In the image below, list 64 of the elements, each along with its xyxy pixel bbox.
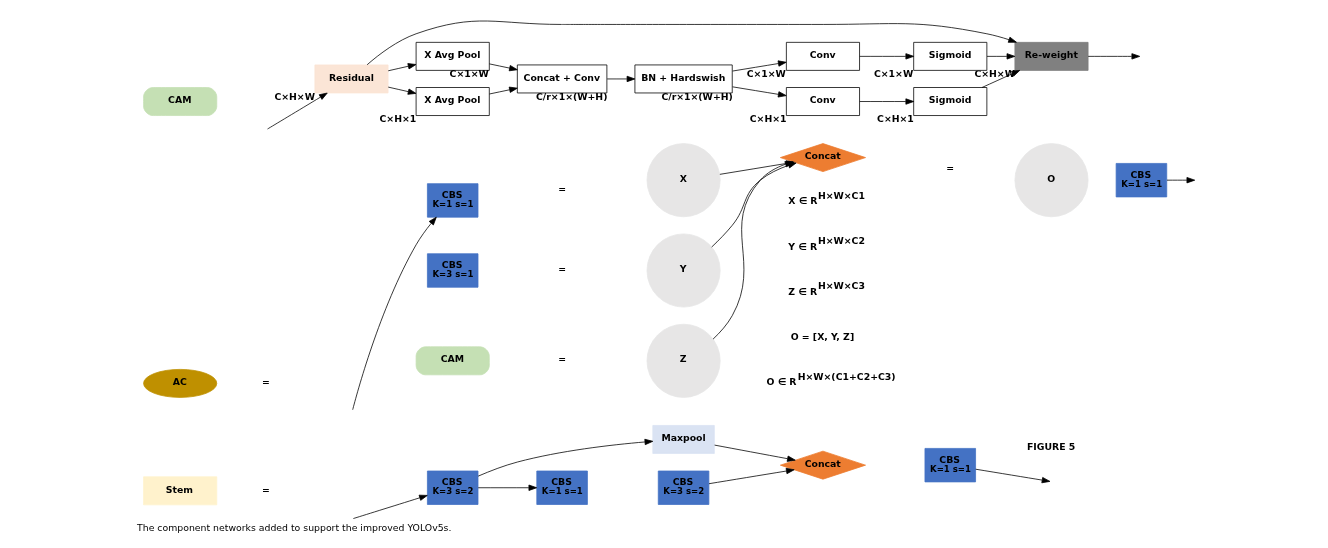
label: = <box>557 263 566 275</box>
node-box: CBS K=3 s=1 <box>426 253 478 288</box>
arrow <box>266 92 328 130</box>
arrow <box>477 438 653 477</box>
label: = <box>261 483 270 495</box>
node-box: BN + Hardswish <box>634 64 733 94</box>
arrow <box>488 63 518 72</box>
label: = <box>557 353 566 365</box>
node-label: C×H×1 <box>749 113 787 125</box>
arrow <box>606 75 635 83</box>
arrow <box>986 53 1015 60</box>
node-box: Concat + Conv <box>516 64 607 94</box>
arrow <box>352 494 428 519</box>
node-label: C×H×1 <box>379 113 416 125</box>
node-circle: X <box>646 143 721 218</box>
arrow <box>858 98 914 105</box>
arrow <box>713 444 796 462</box>
arrow <box>488 86 518 95</box>
label: = <box>945 161 954 173</box>
label: = <box>557 182 566 194</box>
node-box: Maxpool <box>651 425 715 454</box>
node-box: Sigmoid <box>912 41 987 71</box>
arrow <box>387 86 416 95</box>
node-box: CBS K=1 s=1 <box>1115 163 1167 198</box>
node-diamond: Concat <box>779 450 866 480</box>
arrow <box>1166 177 1195 184</box>
arrow <box>731 60 787 72</box>
arrow <box>366 20 1017 66</box>
node-label: C×1×W <box>449 68 489 80</box>
arrow <box>708 467 795 485</box>
node-box: Sigmoid <box>912 87 987 116</box>
node-box: X Avg Pool <box>415 87 490 116</box>
node-box: CBS K=3 s=2 <box>426 470 478 505</box>
node-box: CBS K=3 s=2 <box>657 470 709 505</box>
arrow <box>731 86 787 98</box>
label: FIGURE 5 <box>1026 441 1075 453</box>
caption: The component networks added to support the improved YOLOv5s. <box>136 522 451 534</box>
label: O = [X, Y, Z] <box>790 330 854 342</box>
arrow <box>858 53 914 60</box>
arrow <box>477 484 537 491</box>
arrow <box>1087 53 1140 60</box>
node-box: X Avg Pool <box>415 41 490 71</box>
node-circle: Y <box>646 233 721 308</box>
node-circle: Z <box>646 323 721 398</box>
node-circle: O <box>1014 143 1088 218</box>
node-box: Residual <box>314 64 388 94</box>
node-box: Stem <box>142 476 217 506</box>
node-box: CBS K=1 s=1 <box>426 183 478 218</box>
arrow <box>974 468 1050 484</box>
node-label: C×H×W <box>273 90 315 102</box>
node-box: Conv <box>785 41 860 71</box>
node-box: Conv <box>785 87 860 116</box>
arrow <box>351 216 437 411</box>
node-label: C×1×W <box>873 68 913 80</box>
node-ellipse: AC <box>142 369 217 398</box>
node-box: Re-weight <box>1014 41 1088 71</box>
node-label: C×H×1 <box>876 113 914 125</box>
node-box: CAM <box>142 87 217 116</box>
node-box: CAM <box>415 346 490 376</box>
node-box: CBS K=1 s=1 <box>535 470 588 505</box>
node-label: C×1×W <box>746 68 786 80</box>
node-box: CBS K=1 s=1 <box>924 448 976 483</box>
label: = <box>261 376 270 388</box>
arrow <box>387 63 416 72</box>
